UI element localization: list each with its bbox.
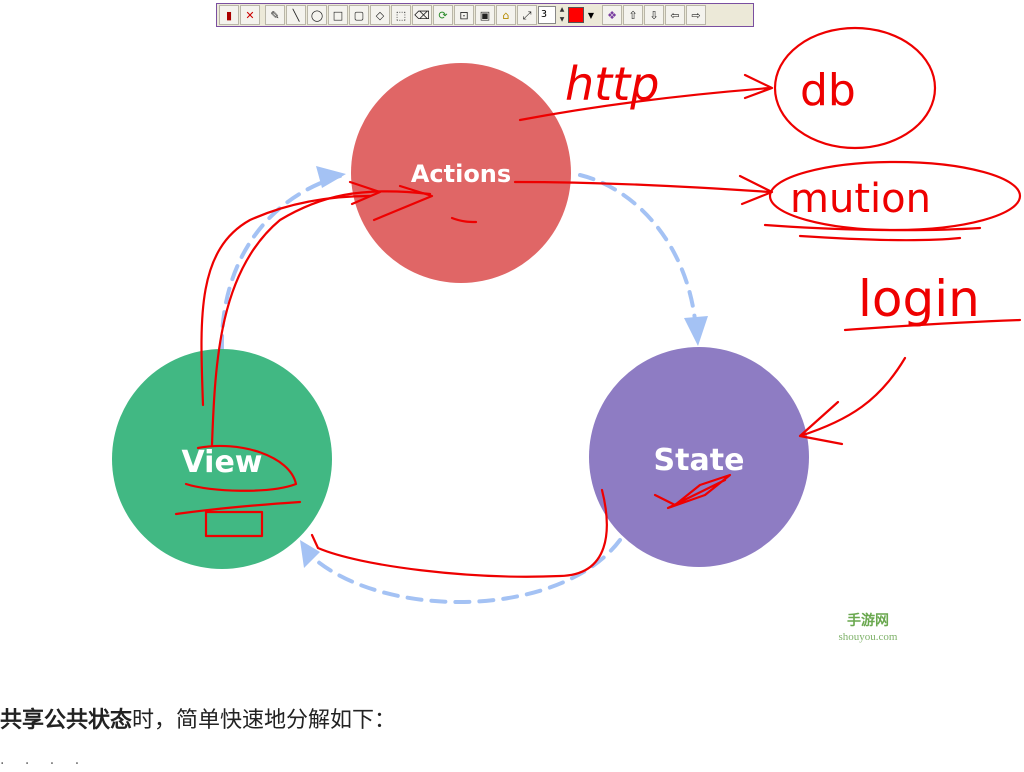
- node-actions-label: Actions: [411, 160, 511, 188]
- curve-state-to-view: [310, 488, 608, 578]
- spinner-down-icon[interactable]: ▼: [559, 16, 565, 23]
- refresh-icon[interactable]: ⟳: [433, 5, 453, 25]
- pen-color-swatch[interactable]: [568, 7, 584, 23]
- mution-underline: [763, 223, 982, 242]
- arrow-right-icon[interactable]: ⇨: [686, 5, 706, 25]
- arrow-down-icon[interactable]: ⇩: [644, 5, 664, 25]
- open-folder-icon[interactable]: ⌂: [496, 5, 516, 25]
- node-view-label: View: [181, 445, 262, 480]
- selection-icon[interactable]: ⬚: [391, 5, 411, 25]
- watermark-line1: 手游网: [847, 612, 889, 629]
- arrowhead-actions-to-state: [684, 316, 708, 346]
- node-view: View: [112, 349, 332, 569]
- diamond-icon[interactable]: ◇: [370, 5, 390, 25]
- layers-icon[interactable]: ❖: [602, 5, 622, 25]
- annotation-http: http: [565, 57, 659, 111]
- annotation-toolbar: ▮ ✕ ✎ ╲ ◯ □ ▢ ◇ ⬚ ⌫ ⟳ ⊡ ▣ ⌂ ⤢ 3 ▲ ▼ ▼ ❖ …: [216, 3, 754, 27]
- actions-dash: [450, 216, 478, 224]
- resize-icon[interactable]: ⤢: [517, 5, 537, 25]
- arrowhead-view-to-actions: [316, 166, 346, 188]
- db-circle: [773, 26, 937, 150]
- fit-icon[interactable]: ⊡: [454, 5, 474, 25]
- node-actions: Actions: [351, 63, 571, 283]
- watermark-line2: shouyou.com: [839, 631, 898, 643]
- caption-text: 共享公共状态时，简单快速地分解如下：: [0, 702, 396, 734]
- stop-sign-icon[interactable]: ▮: [219, 5, 239, 25]
- arrow-login-to-state: [798, 356, 907, 446]
- handwritten-annotations: http db mution login: [174, 26, 1022, 578]
- vuex-flow-diagram: Actions State View http db mution login: [112, 26, 1022, 643]
- ellipse-icon[interactable]: ◯: [307, 5, 327, 25]
- state-scribble: [653, 473, 732, 510]
- arrow-state-to-view: [308, 538, 622, 604]
- pencil-icon[interactable]: ✎: [265, 5, 285, 25]
- login-underline: [843, 318, 1022, 332]
- arrowhead-state-to-view: [300, 540, 320, 568]
- line-icon[interactable]: ╲: [286, 5, 306, 25]
- rounded-rectangle-icon[interactable]: ▢: [349, 5, 369, 25]
- close-icon[interactable]: ✕: [240, 5, 260, 25]
- caption-rest: 时，简单快速地分解如下：: [132, 708, 397, 733]
- arrowhead-actions-scribble: [348, 180, 434, 222]
- line-width-input[interactable]: 3: [538, 6, 556, 24]
- caption-next-line: · · · ·: [0, 756, 88, 772]
- annotation-login: login: [858, 270, 980, 328]
- color-dropdown-icon[interactable]: ▼: [587, 10, 595, 20]
- caption-bold: 共享公共状态: [0, 708, 133, 733]
- node-state-label: State: [654, 443, 745, 478]
- annotation-db: db: [800, 65, 856, 116]
- rectangle-icon[interactable]: □: [328, 5, 348, 25]
- curve-view-to-actions-inner: [210, 190, 432, 447]
- annotation-mution: mution: [790, 176, 931, 222]
- eraser-icon[interactable]: ⌫: [412, 5, 432, 25]
- watermark: 手游网 shouyou.com: [839, 612, 898, 643]
- arrow-view-to-actions: [219, 174, 342, 352]
- arrow-left-icon[interactable]: ⇦: [665, 5, 685, 25]
- arrow-up-icon[interactable]: ⇧: [623, 5, 643, 25]
- line-width-spinner[interactable]: ▲ ▼: [557, 5, 567, 25]
- save-icon[interactable]: ▣: [475, 5, 495, 25]
- node-state: State: [589, 347, 809, 567]
- view-scribble: [174, 444, 302, 538]
- spinner-up-icon[interactable]: ▲: [559, 6, 565, 13]
- arrow-actions-to-state: [578, 173, 698, 332]
- arrow-http-to-db: [518, 73, 774, 122]
